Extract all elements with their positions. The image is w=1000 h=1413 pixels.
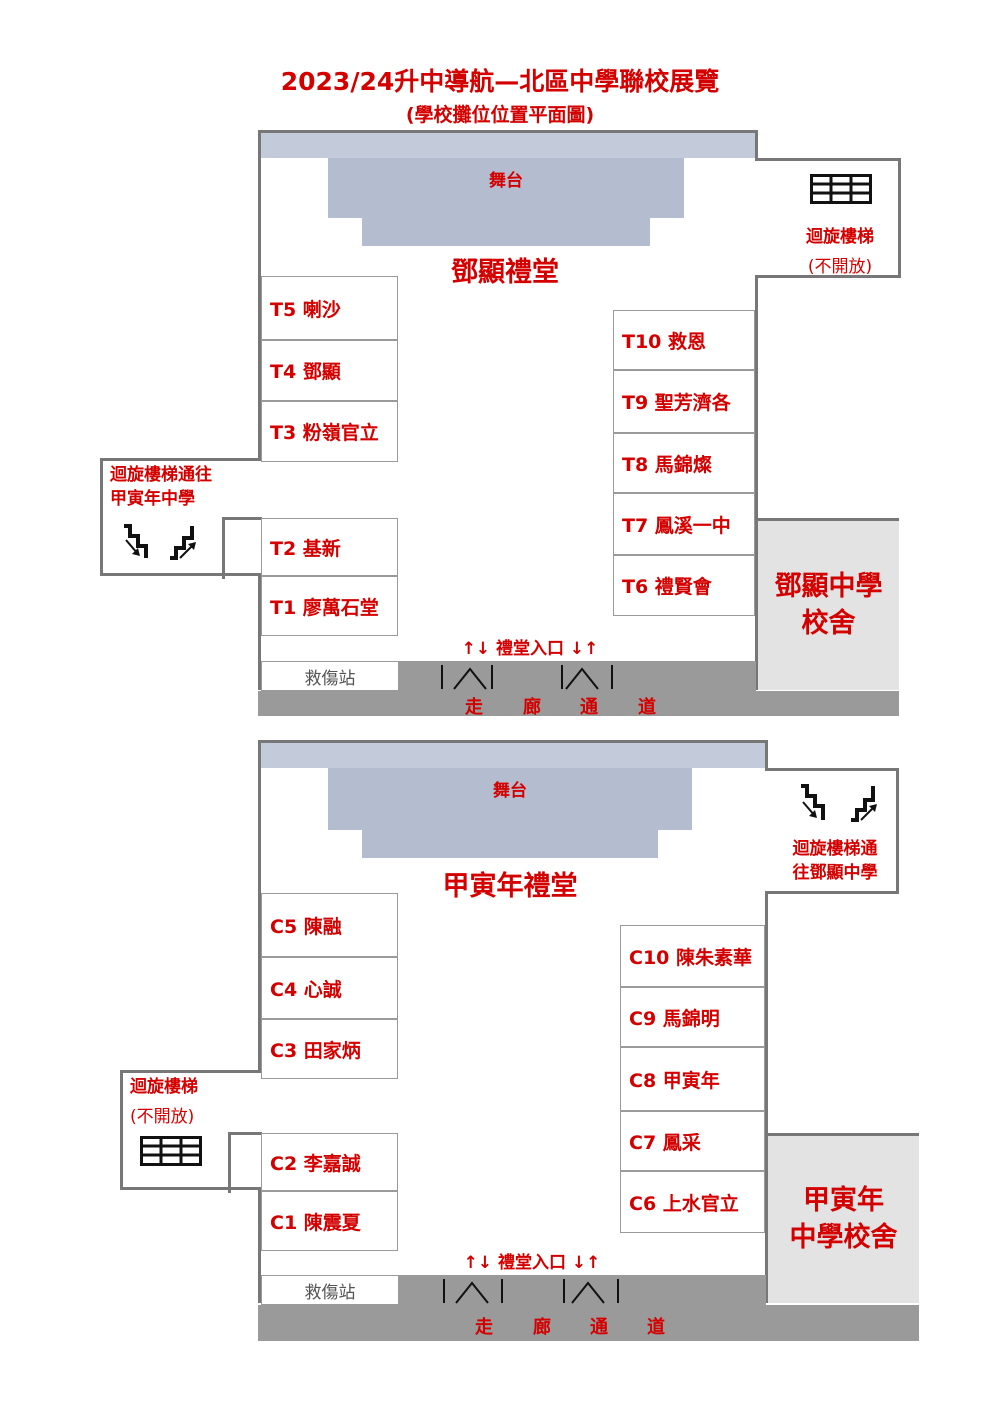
booth-t3[interactable]: T3 粉嶺官立 [261,401,398,462]
booth-t4[interactable]: T4 鄧顯 [261,340,398,401]
hall-2-stage-step [362,830,658,858]
hall-2-corridor-char-3: 通 [590,1317,608,1338]
hall-2-entrance-label: ↑↓ 禮堂入口 ↓↑ [463,1253,601,1273]
stairs-up-down-icon [795,778,887,828]
hall-2-right-booths: C10 陳朱素華 C9 馬錦明 C8 甲寅年 C7 鳳采 C6 上水官立 [620,925,765,1233]
hall-1-left-booths-bottom: T2 基新 T1 廖萬石堂 [261,518,398,636]
booth-c4[interactable]: C4 心誠 [261,957,398,1019]
closed-stair-icon [140,1136,202,1166]
hall-2-right-stair-label-1: 迴旋樓梯通 [792,839,878,859]
hall-1-corridor-char-4: 道 [638,697,656,718]
hall-2-stage [328,768,692,830]
hall-2-left-booths-bottom: C2 李嘉誠 C1 陳震夏 [261,1133,398,1251]
hall-1-stage-step [362,218,650,246]
hall-1-first-aid-station: 救傷站 [261,661,399,691]
booth-t5[interactable]: T5 喇沙 [261,276,398,340]
hall-1-stage-label: 舞台 [489,171,523,191]
hall-1-stage [328,158,684,218]
booth-c6[interactable]: C6 上水官立 [620,1171,765,1233]
booth-t2[interactable]: T2 基新 [261,518,398,576]
booth-t9[interactable]: T9 聖芳濟各 [613,370,755,433]
booth-t8[interactable]: T8 馬錦燦 [613,433,755,493]
hall-1-right-stair-label: 迴旋樓梯 [806,227,874,247]
hall-1-left-booths-top: T5 喇沙 T4 鄧顯 T3 粉嶺官立 [261,276,398,462]
page-subtitle: (學校攤位位置平面圖) [405,104,595,126]
hall-2-first-aid-station: 救傷站 [261,1275,399,1305]
hall-1-doors [440,661,620,691]
hall-1-corridor [258,691,899,716]
booth-c5[interactable]: C5 陳融 [261,893,398,957]
hall-1-left-stair-label-1: 迴旋樓梯通往 [110,465,212,485]
hall-2-left-stair-label: 迴旋樓梯 [130,1077,198,1097]
hall-1-right-stair-room [755,158,901,278]
hall-2-top-strip [261,743,765,768]
hall-2-stage-label: 舞台 [493,781,527,801]
hall-1-top-strip [261,133,755,158]
hall-1-name: 鄧顯禮堂 [451,257,559,288]
hall-1-corridor-char-2: 廊 [523,697,541,718]
hall-1-right-stair-note: (不開放) [807,257,873,277]
booth-t7[interactable]: T7 鳳溪一中 [613,493,755,555]
booth-t1[interactable]: T1 廖萬石堂 [261,576,398,636]
booth-c10[interactable]: C10 陳朱素華 [620,925,765,987]
hall-2-left-stair-note: (不開放) [130,1107,195,1127]
hall-1-school-building: 鄧顯中學校舍 [758,518,899,690]
booth-c9[interactable]: C9 馬錦明 [620,987,765,1047]
hall-1-entrance-label: ↑↓ 禮堂入口 ↓↑ [461,639,599,659]
hall-2-corridor-char-2: 廊 [533,1317,551,1338]
booth-c3[interactable]: C3 田家炳 [261,1019,398,1079]
booth-c2[interactable]: C2 李嘉誠 [261,1133,398,1191]
booth-c8[interactable]: C8 甲寅年 [620,1047,765,1111]
stairs-up-down-icon [118,518,204,564]
hall-1-corridor-char-3: 通 [580,697,598,718]
hall-2-right-stair-label-2: 往鄧顯中學 [792,863,878,883]
hall-1-corridor-char-1: 走 [465,697,483,718]
booth-c1[interactable]: C1 陳震夏 [261,1191,398,1251]
hall-1-left-stair-label-2: 甲寅年中學 [110,489,195,509]
closed-stair-icon [810,174,872,204]
page-title: 2023/24升中導航—北區中學聯校展覽 [280,67,720,96]
booth-t6[interactable]: T6 禮賢會 [613,555,755,616]
hall-2-left-booths-top: C5 陳融 C4 心誠 C3 田家炳 [261,893,398,1079]
hall-1-right-booths: T10 救恩 T9 聖芳濟各 T8 馬錦燦 T7 鳳溪一中 T6 禮賢會 [613,310,755,616]
hall-2-corridor [258,1305,919,1341]
hall-2-right-stair-room [765,768,899,894]
booth-c7[interactable]: C7 鳳采 [620,1111,765,1171]
booth-t10[interactable]: T10 救恩 [613,310,755,370]
hall-2-corridor-char-4: 道 [647,1317,665,1338]
hall-2-corridor-char-1: 走 [475,1317,493,1338]
hall-2-name: 甲寅年禮堂 [442,871,578,902]
hall-2-doors [442,1275,624,1305]
hall-2-school-building: 甲寅年中學校舍 [768,1133,919,1303]
